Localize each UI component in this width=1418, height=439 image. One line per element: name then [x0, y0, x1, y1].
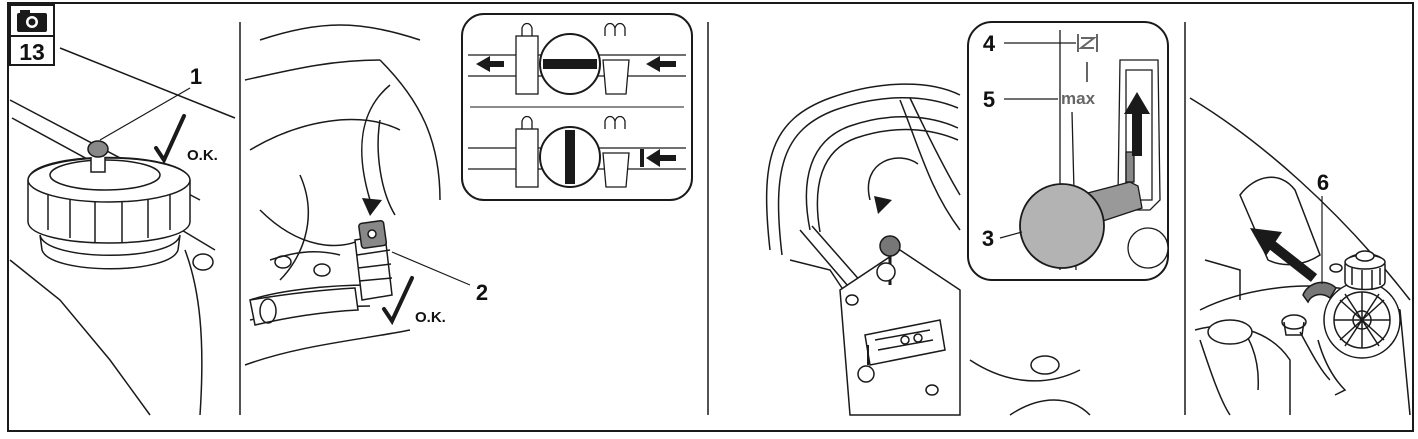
ok-label: O.K.	[187, 147, 218, 164]
max-label: max	[1061, 89, 1096, 108]
throttle-inset: max	[967, 21, 1169, 281]
callout-5: 5	[983, 87, 995, 112]
figure-badge: 13	[9, 4, 55, 66]
panel-fuel-valve	[244, 24, 441, 366]
figure-number: 13	[19, 39, 45, 65]
recoil-starter-icon	[1323, 281, 1401, 359]
outer-frame	[7, 2, 1414, 432]
callout-4: 4	[983, 31, 996, 56]
callout-2: 2	[476, 280, 488, 305]
check-icon	[382, 276, 414, 326]
throttle-knob-icon	[876, 235, 901, 285]
arrow-up-left-icon	[1250, 228, 1318, 282]
callout-3: 3	[982, 226, 994, 251]
callout-6: 6	[1317, 170, 1329, 195]
arrow-up-icon	[1124, 92, 1150, 156]
vent-button-icon	[87, 140, 109, 173]
handlebar-icon	[765, 83, 961, 301]
callout-1: 1	[190, 64, 202, 89]
arrow-icon	[362, 198, 382, 216]
ok-label: O.K.	[415, 309, 446, 326]
camera-icon	[17, 10, 47, 32]
fuel-cap-icon	[27, 156, 191, 270]
choke-knob-icon	[857, 345, 875, 383]
primer-bulb-icon	[1302, 281, 1337, 304]
fuel-valve-icon	[354, 219, 393, 301]
hose-icon	[249, 287, 359, 326]
fast-symbol-icon	[1077, 34, 1098, 52]
arrow-icon	[874, 196, 892, 214]
leader-line	[999, 231, 1023, 239]
panel-fuel-cap	[9, 47, 236, 416]
screw-cap-icon	[1281, 314, 1331, 381]
valve-closed-row	[468, 115, 686, 188]
check-icon	[154, 114, 186, 165]
valve-open-row	[468, 22, 686, 95]
throttle-lever-icon	[1019, 181, 1143, 269]
panel-engine	[1189, 97, 1411, 416]
valve-inset	[461, 13, 693, 201]
leader-line	[391, 251, 471, 286]
filler-cap-icon	[1344, 250, 1386, 291]
